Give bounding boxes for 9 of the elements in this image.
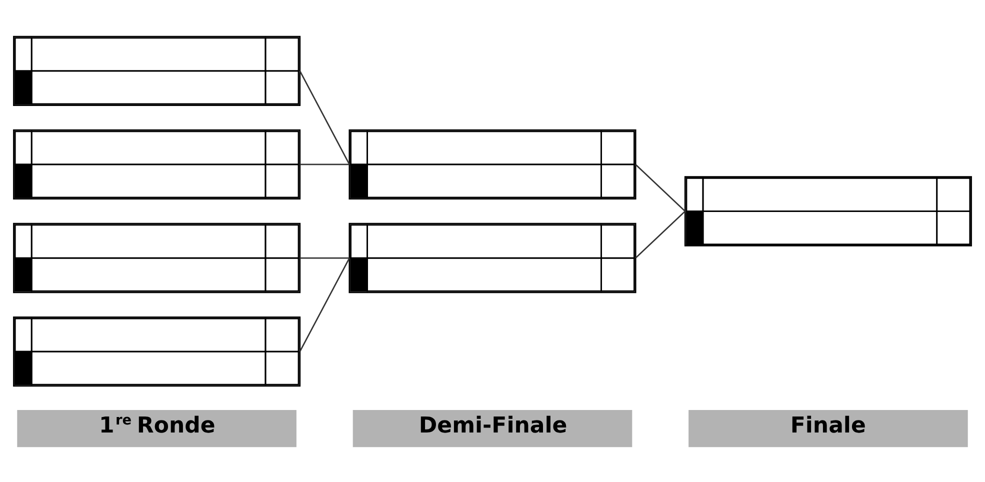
connector bbox=[299, 70, 350, 164]
connector bbox=[635, 163, 686, 212]
connector bbox=[299, 257, 350, 352]
connector bbox=[635, 210, 686, 258]
node-box: Demi-Finale bbox=[352, 410, 632, 447]
node-box: Finale bbox=[688, 410, 968, 447]
connector bbox=[300, 163, 350, 165]
connector bbox=[300, 256, 350, 258]
node-box: 1$^{re}$ Ronde bbox=[17, 410, 296, 447]
